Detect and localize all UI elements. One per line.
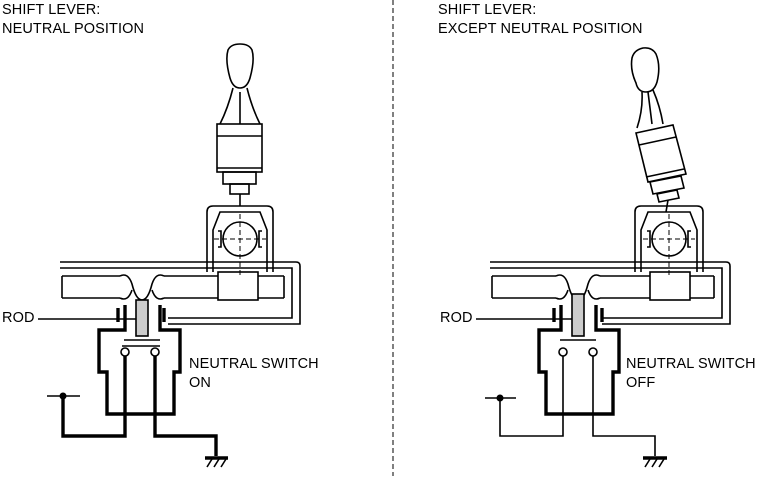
right-switch-state-label: OFF: [626, 375, 656, 391]
right-shift-rail: [490, 261, 731, 325]
left-ground-and-supply: [47, 392, 228, 468]
right-heading-line1: SHIFT LEVER:: [438, 2, 537, 18]
right-neutral-switch: [499, 293, 656, 456]
left-rod: [135, 299, 149, 337]
left-heading-line2: NEUTRAL POSITION: [2, 21, 145, 37]
left-shift-rail: [60, 261, 301, 325]
left-shift-lever: [216, 43, 263, 206]
right-rod-label: ROD: [440, 310, 473, 326]
left-rod-label: ROD: [2, 310, 35, 326]
left-shift-housing: [206, 205, 274, 275]
right-shift-housing: [634, 205, 704, 275]
right-rod: [571, 293, 585, 337]
right-shift-lever: [630, 47, 687, 213]
left-switch-label-line1: NEUTRAL SWITCH: [189, 356, 319, 372]
left-heading-line1: SHIFT LEVER:: [2, 2, 101, 18]
left-neutral-switch: [61, 299, 218, 456]
right-switch-label-line1: NEUTRAL SWITCH: [626, 356, 756, 372]
left-switch-state-label: ON: [189, 375, 211, 391]
right-ground-and-supply: [485, 394, 667, 468]
right-heading-line2: EXCEPT NEUTRAL POSITION: [438, 21, 643, 37]
